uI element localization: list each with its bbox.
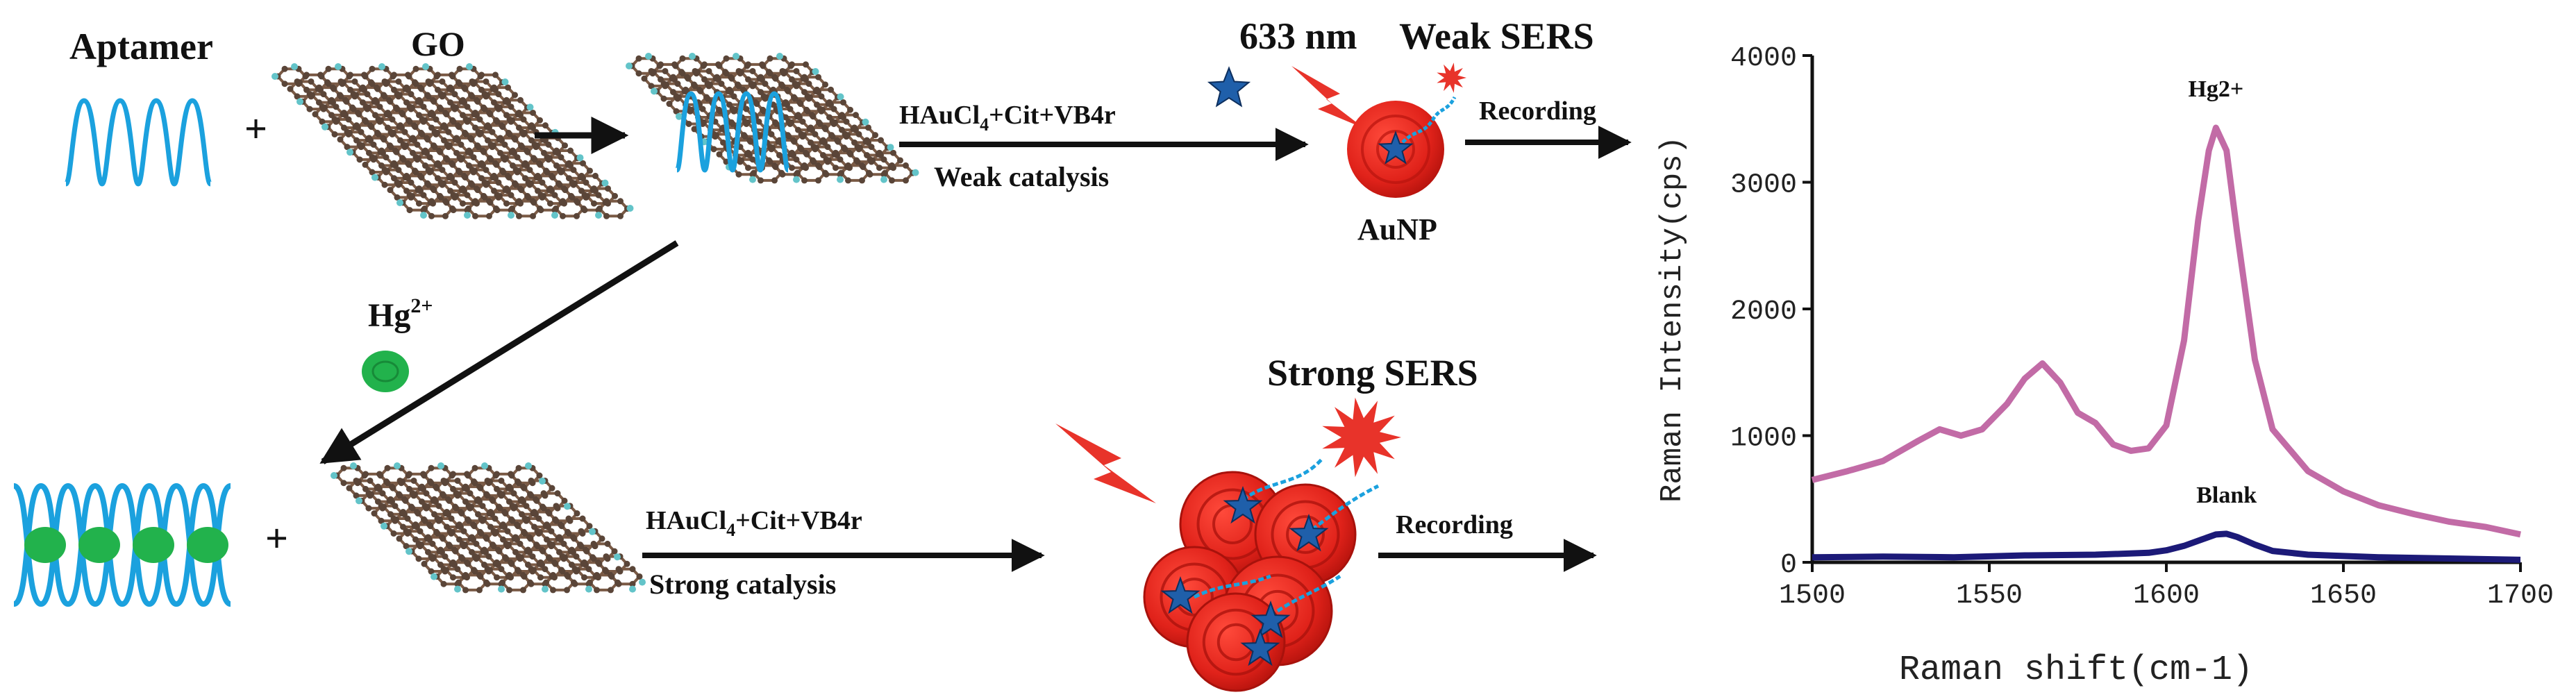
plus-sign-bottom: +: [265, 516, 288, 561]
reporter-star-icon: [1160, 576, 1201, 614]
reporter-star-icon: [1378, 131, 1414, 165]
hg-ion-bead: [187, 527, 228, 563]
recording-label-top: Recording: [1479, 96, 1596, 126]
series-lines: [1811, 124, 2521, 563]
series-line-blank: [1812, 530, 2521, 563]
x-axis: 1500 1550 1600 1650 1700: [1779, 560, 2554, 612]
y-tick-label: 0: [1780, 550, 1797, 581]
hg-ion-bead: [133, 527, 174, 563]
reporter-star-icon: [1289, 514, 1329, 552]
graphene-oxide-sheet-top: [271, 63, 634, 219]
x-tick-label: 1550: [1956, 580, 2023, 612]
arrow-hg-binding: [319, 240, 679, 464]
recording-label-bottom: Recording: [1396, 510, 1513, 539]
x-tick-label: 1700: [2487, 580, 2554, 612]
strong-emission-burst-icon: [1322, 397, 1401, 478]
y-tick-label: 3000: [1730, 170, 1797, 201]
aunp-label: AuNP: [1357, 212, 1437, 246]
weak-sers-label: Weak SERS: [1399, 15, 1594, 57]
hg-ion-icon: [362, 351, 409, 392]
weak-emission-burst-icon: [1437, 62, 1466, 93]
strong-sers-label: Strong SERS: [1267, 352, 1478, 394]
laser-wavelength-label: 633 nm: [1239, 15, 1357, 57]
graphene-oxide-sheet-bottom: [331, 462, 646, 594]
reagent-label-bottom: HAuCl4+Cit+VB4r: [646, 506, 862, 540]
x-tick-label: 1600: [2133, 580, 2200, 612]
series-line-hg2-: [1811, 124, 2521, 538]
y-axis: 0 1000 2000 3000 4000: [1730, 43, 1814, 581]
hg-ion-bead: [78, 527, 120, 563]
adsorbed-aptamer: [674, 91, 791, 173]
aptamer-go-complex: [626, 53, 919, 184]
laser-flash-icon-bottom: [1055, 423, 1156, 503]
strong-catalysis-label: Strong catalysis: [649, 569, 836, 600]
series-labels: Hg2+ Blank: [2188, 76, 2257, 508]
reagent-label-top: HAuCl4+Cit+VB4r: [899, 101, 1116, 135]
free-aptamer: [63, 98, 213, 187]
series-label: Blank: [2196, 482, 2257, 508]
weak-catalysis-label: Weak catalysis: [934, 161, 1109, 192]
x-tick-label: 1650: [2310, 580, 2377, 612]
raman-spectrum-chart: Raman Intensity(cps) Raman shift(cm-1) 0…: [1655, 43, 2554, 690]
hg-ion-bead: [24, 527, 66, 563]
plus-sign-top: +: [244, 106, 267, 151]
y-tick-label: 4000: [1730, 43, 1797, 74]
reporter-star-icon: [1251, 601, 1291, 639]
aunp-aggregate: [1143, 457, 1380, 692]
aptamer-label: Aptamer: [69, 26, 213, 67]
x-tick-label: 1500: [1779, 580, 1846, 612]
x-axis-label: Raman shift(cm-1): [1899, 650, 2253, 690]
reporter-star-icon: [1223, 486, 1263, 524]
y-tick-label: 1000: [1730, 423, 1797, 455]
y-tick-label: 2000: [1730, 296, 1797, 328]
laser-flash-icon: [1291, 66, 1364, 128]
reporter-star-icon: [1240, 628, 1280, 666]
go-label-top: GO: [411, 24, 465, 63]
series-label: Hg2+: [2188, 76, 2243, 102]
y-axis-label: Raman Intensity(cps): [1655, 136, 1690, 503]
aptamer-hg-complex: [12, 482, 232, 607]
vb4r-molecule-icon: [1207, 66, 1251, 108]
hg-ion-label: Hg2+: [368, 294, 433, 334]
